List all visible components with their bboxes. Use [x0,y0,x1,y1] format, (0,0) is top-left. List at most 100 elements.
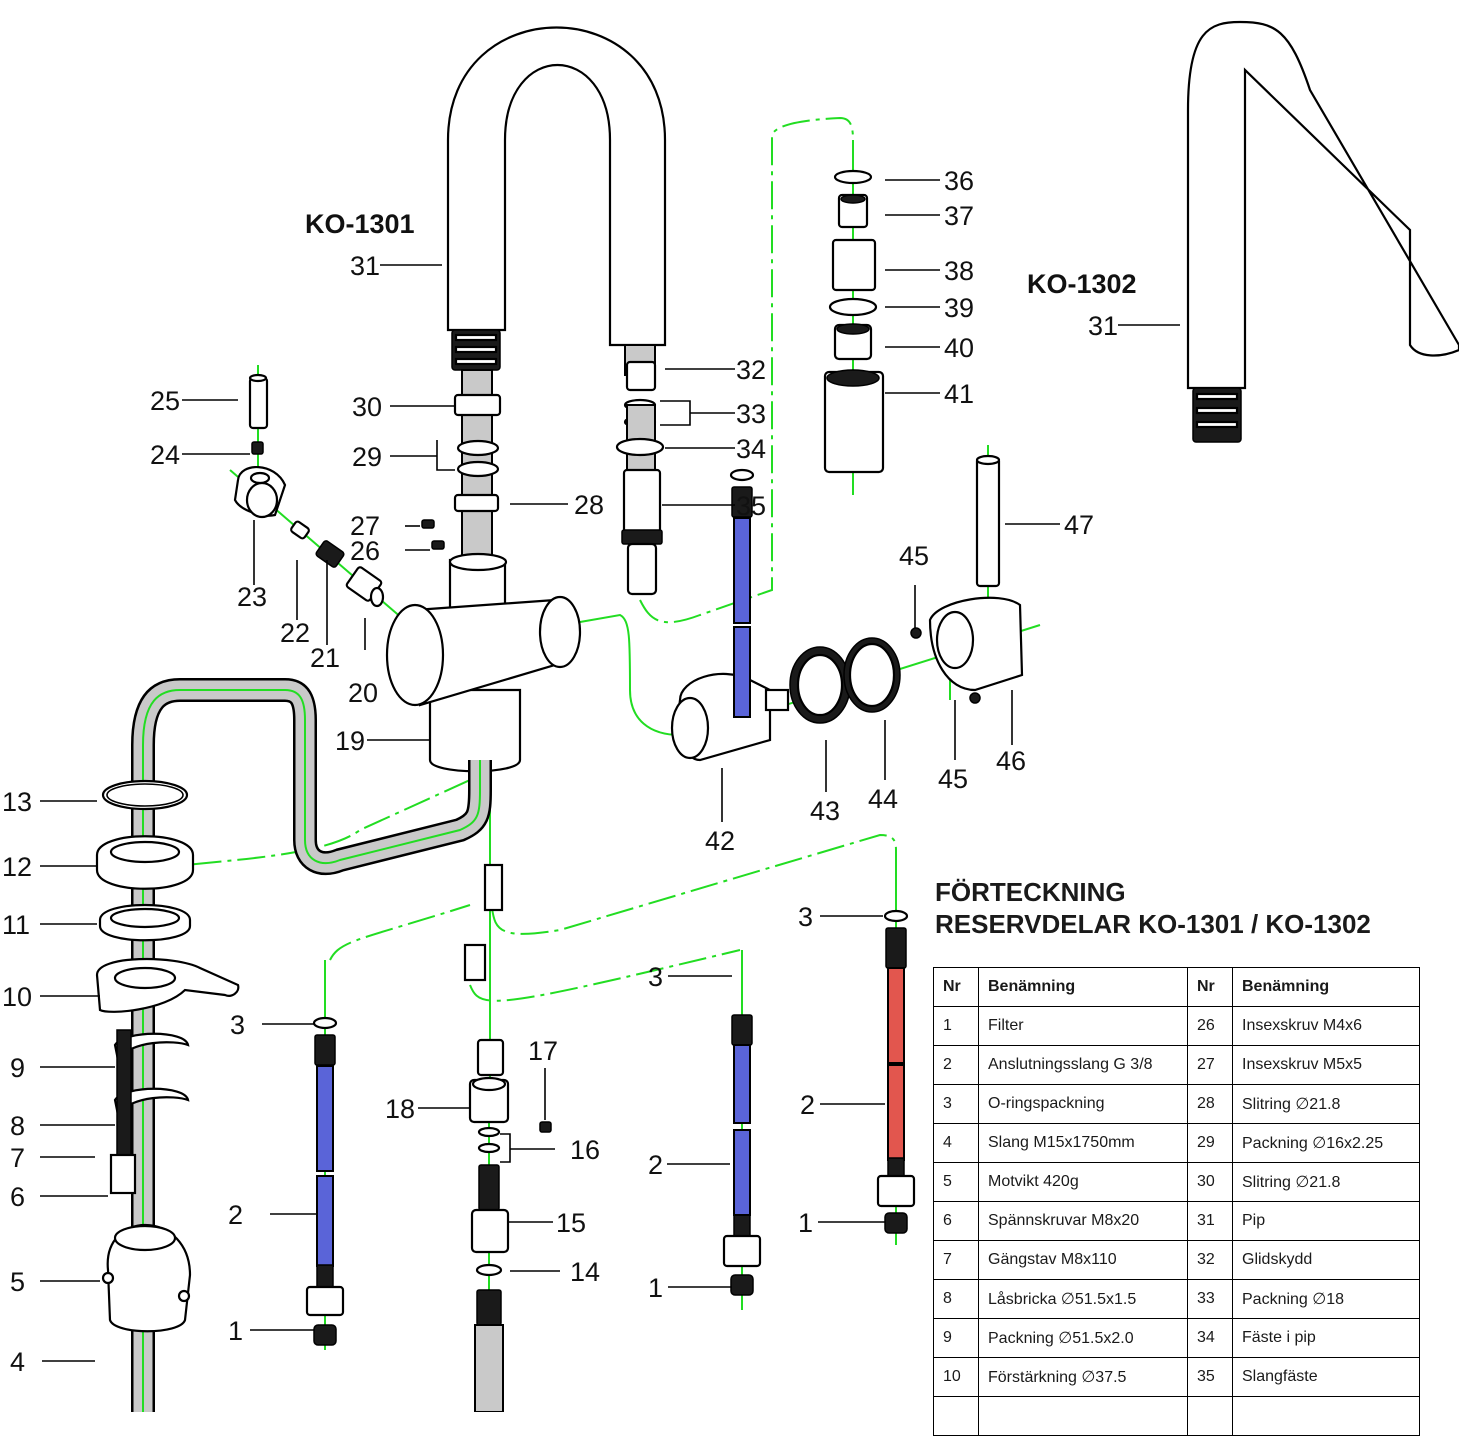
cell-nr: 32 [1187,1240,1233,1280]
cell-name: Spännskruvar M8x20 [978,1201,1188,1241]
cell-nr: 1 [933,1006,979,1046]
model-label-ko1302: KO-1302 [1027,269,1137,299]
callout-numbers: 1 1 1 2 2 2 3 3 3 4 5 6 7 8 9 10 11 12 1… [2,166,1118,1377]
cell-name: Filter [978,1006,1188,1046]
callout-21: 21 [310,643,340,673]
cell-name: Packning ∅51.5x2.0 [978,1318,1188,1358]
cell-name: Insexskruv M4x6 [1232,1006,1420,1046]
callout-6: 6 [10,1182,25,1212]
callout-5: 5 [10,1267,25,1297]
table-header-row: Nr Benämning Nr Benämning [933,967,1420,1007]
callout-40: 40 [944,333,974,363]
cell-nr: 8 [933,1279,979,1319]
callout-19: 19 [335,726,365,756]
header-name: Benämning [978,967,1188,1007]
callout-47: 47 [1064,510,1094,540]
cell-name: Förstärkning ∅37.5 [978,1357,1188,1397]
callout-41: 41 [944,379,974,409]
model-label-ko1301: KO-1301 [305,209,415,239]
callout-7: 7 [10,1143,25,1173]
callout-15: 15 [556,1208,586,1238]
callout-34: 34 [736,434,766,464]
cell-name: Glidskydd [1232,1240,1420,1280]
cell-nr: 31 [1187,1201,1233,1241]
cell-name: Fäste i pip [1232,1318,1420,1358]
cell-name: Låsbricka ∅51.5x1.5 [978,1279,1188,1319]
faucet-body [385,552,582,773]
callout-3: 3 [648,962,663,992]
spout-ko1302 [1186,20,1459,443]
table-row [933,1396,1420,1436]
callout-1: 1 [648,1273,663,1303]
cell-nr: 29 [1187,1123,1233,1163]
callout-12: 12 [2,852,32,882]
callout-26: 26 [350,536,380,566]
hose-middle-lower [731,1014,753,1216]
cell-nr: 28 [1187,1084,1233,1124]
callout-14: 14 [570,1257,600,1287]
cell-nr: 10 [933,1357,979,1397]
cell-name [978,1396,1188,1436]
parts-list-title-line2: RESERVDELAR KO-1301 / KO-1302 [935,909,1371,939]
cartridge-handle [670,454,1024,762]
callout-9: 9 [10,1053,25,1083]
cell-nr: 26 [1187,1006,1233,1046]
callout-30: 30 [352,392,382,422]
callout-25: 25 [150,386,180,416]
callout-4: 4 [10,1347,25,1377]
cell-name: Packning ∅16x2.25 [1232,1123,1420,1163]
callout-24: 24 [150,440,180,470]
callout-20: 20 [348,678,378,708]
cell-nr [933,1396,979,1436]
callout-3: 3 [230,1010,245,1040]
cell-name: Insexskruv M5x5 [1232,1045,1420,1085]
cell-nr: 6 [933,1201,979,1241]
cell-nr: 2 [933,1045,979,1085]
cell-name: Slitring ∅21.8 [1232,1162,1420,1202]
callout-23: 23 [237,582,267,612]
cell-nr: 33 [1187,1279,1233,1319]
cell-nr: 7 [933,1240,979,1280]
callout-33: 33 [736,399,766,429]
callout-46: 46 [996,746,1026,776]
callout-43: 43 [810,796,840,826]
callout-18: 18 [385,1094,415,1124]
callout-2: 2 [648,1150,663,1180]
callout-42: 42 [705,826,735,856]
callout-11: 11 [2,910,30,940]
callout-17: 17 [528,1036,558,1066]
pull-out-hose [131,678,492,1412]
callout-36: 36 [944,166,974,196]
cell-nr [1187,1396,1233,1436]
aerator-parts [823,169,885,474]
callout-1: 1 [228,1316,243,1346]
callout-32: 32 [736,355,766,385]
cell-name: Slitring ∅21.8 [1232,1084,1420,1124]
callout-31: 31 [350,251,380,281]
cell-name: O-ringspackning [978,1084,1188,1124]
cell-nr: 5 [933,1162,979,1202]
callout-22: 22 [280,618,310,648]
cell-nr: 35 [1187,1357,1233,1397]
cell-nr: 3 [933,1084,979,1124]
callout-1: 1 [798,1208,813,1238]
cell-name: Slang M15x1750mm [978,1123,1188,1163]
cell-nr: 30 [1187,1162,1233,1202]
callout-28: 28 [574,490,604,520]
callout-8: 8 [10,1111,25,1141]
callout-3: 3 [798,902,813,932]
parts-list-title: FÖRTECKNING RESERVDELAR KO-1301 / KO-130… [935,876,1371,940]
callout-44: 44 [868,784,898,814]
callout-2: 2 [228,1200,243,1230]
cell-name: Slangfäste [1232,1357,1420,1397]
callout-31: 31 [1088,311,1118,341]
